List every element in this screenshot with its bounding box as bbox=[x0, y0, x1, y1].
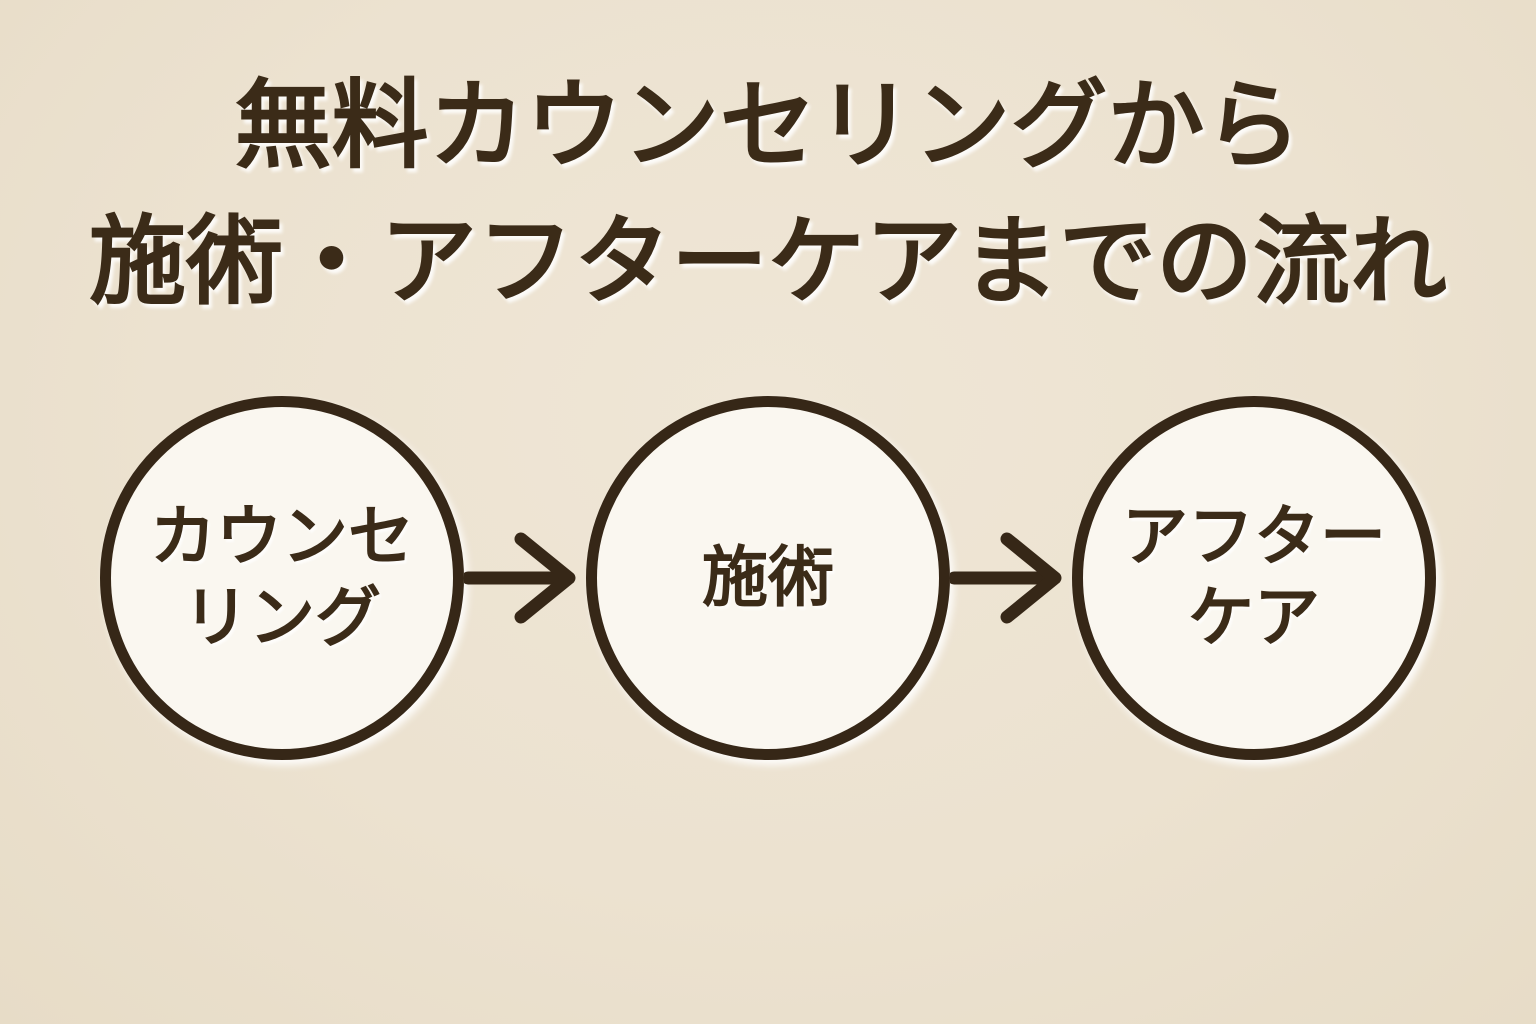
step-label-aftercare-line-2: ケア bbox=[1188, 579, 1320, 656]
step-circle-aftercare: アフター ケア bbox=[1072, 396, 1436, 760]
page-title-line-1: 無料カウンセリングから bbox=[234, 69, 1302, 182]
step-label-aftercare-line-1: アフター bbox=[1122, 498, 1386, 576]
page-title-line-2: 施術・アフターケアまでの流れ bbox=[89, 204, 1447, 318]
step-label-counseling-line-1: カウンセ bbox=[150, 498, 414, 576]
flow-diagram: カウンセ リング 施術 アフター ケア bbox=[0, 396, 1536, 760]
step-circle-counseling: カウンセ リング bbox=[100, 396, 464, 760]
right-arrow-icon bbox=[950, 530, 1072, 626]
right-arrow-icon bbox=[464, 530, 586, 626]
step-circle-treatment: 施術 bbox=[586, 396, 950, 760]
step-label-counseling-line-2: リング bbox=[183, 579, 381, 656]
step-label-treatment-line-1: 施術 bbox=[702, 538, 834, 616]
page-title: 無料カウンセリングから 施術・アフターケアまでの流れ bbox=[0, 58, 1536, 330]
